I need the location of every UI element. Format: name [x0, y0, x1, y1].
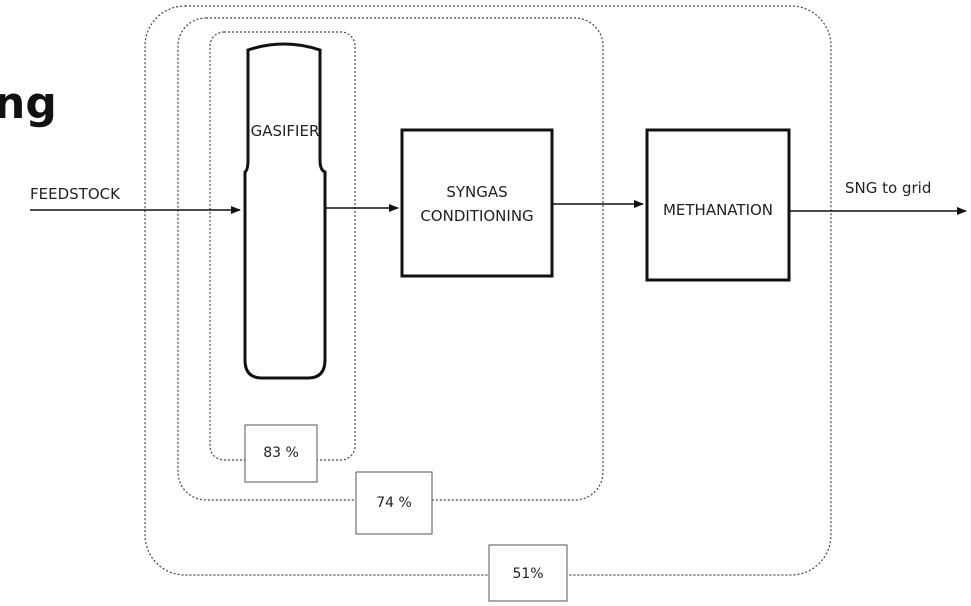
syngas-label-line1: SYNGAS — [446, 183, 507, 201]
boundary-overall — [144, 5, 832, 576]
gasifier-label: GASIFIER — [251, 122, 320, 140]
sng-output-label: SNG to grid — [845, 179, 931, 197]
methanation-label: METHANATION — [663, 201, 773, 219]
efficiency-box-conditioning — [355, 471, 433, 535]
efficiency-conditioning-value: 74 % — [376, 495, 412, 511]
efficiency-box-gasifier — [244, 424, 318, 483]
gasifier-vessel — [243, 42, 327, 380]
efficiency-overall-value: 51% — [512, 566, 543, 582]
boundary-conditioning — [177, 17, 604, 501]
syngas-label-line2: CONDITIONING — [420, 207, 533, 225]
heading-fragment: ng — [0, 78, 57, 129]
methanation-block — [645, 128, 791, 282]
efficiency-gasifier-value: 83 % — [263, 445, 299, 461]
efficiency-box-overall — [488, 544, 568, 602]
syngas-conditioning-block — [400, 128, 554, 278]
feedstock-label: FEEDSTOCK — [30, 185, 121, 203]
